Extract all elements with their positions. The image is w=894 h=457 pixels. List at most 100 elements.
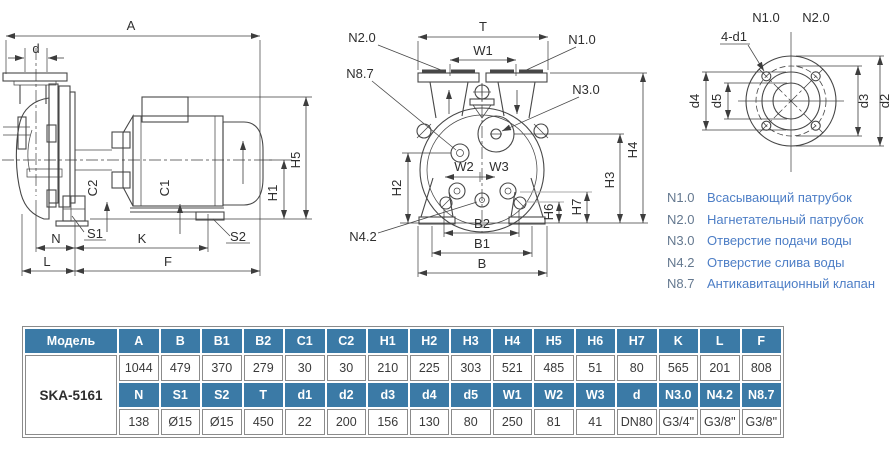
value-cell: Ø15 — [202, 409, 242, 435]
col-header: S2 — [202, 383, 242, 407]
col-header: N — [119, 383, 159, 407]
port-label-n10: N1.0 — [752, 10, 779, 25]
dim-label-l: L — [43, 254, 50, 269]
dim-label-s1: S1 — [87, 226, 103, 241]
col-header: S1 — [160, 383, 200, 407]
dim-label-n: N — [51, 231, 60, 246]
value-cell: 51 — [575, 355, 615, 381]
value-cell: G3/8" — [700, 409, 740, 435]
col-header: B2 — [243, 329, 283, 353]
table-value-row-2: 138 Ø15 Ø15 450 22 200 156 130 80 250 81… — [25, 409, 781, 435]
value-cell: 22 — [285, 409, 325, 435]
value-cell: 30 — [285, 355, 325, 381]
dim-label-h5: H5 — [288, 152, 303, 169]
legend-item: N2.0 Нагнетательный патрубок — [667, 209, 875, 231]
value-cell: 808 — [741, 355, 781, 381]
pump-side-labels: A d H5 H1 C2 C1 S1 S2 N K L F — [32, 18, 303, 269]
value-cell: 565 — [658, 355, 698, 381]
col-header: d1 — [285, 383, 325, 407]
col-header: d2 — [326, 383, 366, 407]
col-header: H7 — [617, 329, 657, 353]
col-header: T — [243, 383, 283, 407]
legend-code: N3.0 — [667, 233, 695, 248]
col-header: F — [741, 329, 781, 353]
value-cell: 201 — [700, 355, 740, 381]
dim-label-4d1: 4-d1 — [721, 29, 747, 44]
legend-label: Отверстие подачи воды — [707, 233, 852, 248]
col-header: d4 — [409, 383, 449, 407]
dim-label-d4: d4 — [687, 94, 702, 108]
col-header: d3 — [368, 383, 408, 407]
flange-view-drawing: N1.0 N2.0 4-d1 d4 d5 d3 d2 — [687, 10, 892, 172]
value-cell: 479 — [160, 355, 200, 381]
port-label-n20: N2.0 — [802, 10, 829, 25]
pump-front-dimensions — [371, 34, 648, 277]
col-header: H1 — [368, 329, 408, 353]
pump-side-geometry — [2, 48, 272, 227]
dim-label-h2: H2 — [389, 180, 404, 197]
value-cell: 370 — [202, 355, 242, 381]
dim-label-f: F — [164, 254, 172, 269]
col-header: A — [119, 329, 159, 353]
table-value-row-1: SKA-5161 1044 479 370 279 30 30 210 225 … — [25, 355, 781, 435]
table-header-row-1: Модель A B B1 B2 C1 C2 H1 H2 H3 H4 H5 H6… — [25, 329, 781, 353]
dim-label-k: K — [138, 231, 147, 246]
col-header: C2 — [326, 329, 366, 353]
value-cell: 30 — [326, 355, 366, 381]
dim-label-d5: d5 — [709, 94, 724, 108]
value-cell: 130 — [409, 409, 449, 435]
value-cell: 80 — [617, 355, 657, 381]
col-header: H2 — [409, 329, 449, 353]
dim-label-h7: H7 — [569, 199, 584, 216]
legend-code: N1.0 — [667, 190, 695, 205]
col-header: d5 — [451, 383, 491, 407]
port-label-n87: N8.7 — [346, 66, 373, 81]
dim-label-w2: W2 — [454, 159, 474, 174]
col-header: W2 — [534, 383, 574, 407]
dim-label-s2: S2 — [230, 229, 246, 244]
legend-item: N4.2 Отверстие слива воды — [667, 252, 875, 274]
dim-label-h1: H1 — [265, 185, 280, 202]
dim-label-d3: d3 — [856, 94, 871, 108]
value-cell: 303 — [451, 355, 491, 381]
value-cell: 80 — [451, 409, 491, 435]
port-label-n10: N1.0 — [568, 32, 595, 47]
value-cell: Ø15 — [160, 409, 200, 435]
dim-label-t: T — [479, 19, 487, 34]
value-cell: 200 — [326, 409, 366, 435]
value-cell: 250 — [492, 409, 532, 435]
dim-label-h4: H4 — [625, 142, 640, 159]
col-header: H4 — [492, 329, 532, 353]
dim-label-d: d — [32, 41, 39, 56]
dimension-table-wrap: Модель A B B1 B2 C1 C2 H1 H2 H3 H4 H5 H6… — [22, 326, 784, 438]
value-cell: 41 — [575, 409, 615, 435]
port-label-n30: N3.0 — [572, 82, 599, 97]
col-header: W3 — [575, 383, 615, 407]
col-header: H3 — [451, 329, 491, 353]
legend-label: Всасывающий патрубок — [707, 190, 852, 205]
col-header: B — [160, 329, 200, 353]
col-header: N8.7 — [741, 383, 781, 407]
dim-label-d2: d2 — [877, 94, 892, 108]
legend-label: Антикавитационный клапан — [707, 276, 876, 291]
pump-front-geometry — [416, 69, 549, 233]
value-cell: 225 — [409, 355, 449, 381]
value-cell: 81 — [534, 409, 574, 435]
value-cell: 279 — [243, 355, 283, 381]
col-header: N4.2 — [700, 383, 740, 407]
col-header: N3.0 — [658, 383, 698, 407]
table-header-row-2: N S1 S2 T d1 d2 d3 d4 d5 W1 W2 W3 d N3.0… — [25, 383, 781, 407]
col-header: B1 — [202, 329, 242, 353]
col-header: K — [658, 329, 698, 353]
col-header: L — [700, 329, 740, 353]
value-cell: DN80 — [617, 409, 657, 435]
value-cell: G3/4" — [658, 409, 698, 435]
pump-side-dimensions — [5, 33, 312, 276]
pump-front-view-drawing: T W1 N2.0 N1.0 N8.7 N3.0 H2 W2 W3 H6 H7 … — [346, 19, 648, 277]
value-cell: 521 — [492, 355, 532, 381]
dim-label-a: A — [127, 18, 136, 33]
dim-label-c1: C1 — [157, 180, 172, 197]
pump-front-labels: T W1 N2.0 N1.0 N8.7 N3.0 H2 W2 W3 H6 H7 … — [346, 19, 640, 271]
value-cell: 210 — [368, 355, 408, 381]
dim-label-h6: H6 — [541, 204, 556, 221]
